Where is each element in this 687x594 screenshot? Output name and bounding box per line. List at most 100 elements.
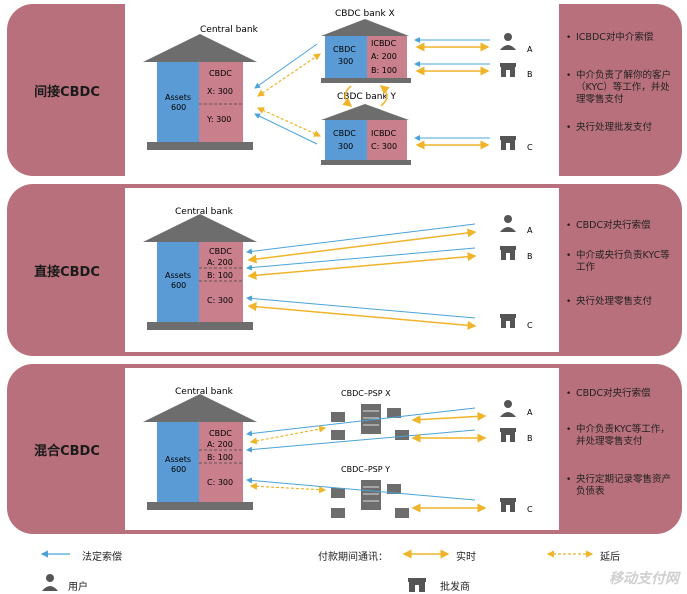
merchant-icon bbox=[500, 498, 516, 512]
bank-x-icbdc-block bbox=[367, 36, 407, 78]
bank-x-cbdc-value: 300 bbox=[338, 57, 353, 66]
bank-y-cbdc-value: 300 bbox=[338, 142, 353, 151]
assets-label: Assets bbox=[165, 271, 191, 280]
bank-y-icbdc-block bbox=[367, 120, 407, 160]
note-item: •央行处理批发支付 bbox=[566, 122, 653, 133]
direct-diagram-svg: Central bank Assets 600 CBDC A: 200 B: 1… bbox=[143, 207, 533, 330]
legend-user-label: 用户 bbox=[68, 582, 88, 593]
merchant-icon bbox=[500, 246, 516, 260]
assets-label: Assets bbox=[165, 455, 191, 464]
bank-y-title: CBDC bank Y bbox=[337, 92, 397, 102]
psp-x-server-icon bbox=[331, 404, 409, 440]
panel-title: 直接CBDC bbox=[34, 264, 100, 280]
central-bank-base bbox=[147, 502, 253, 510]
assets-value: 600 bbox=[171, 465, 186, 474]
delayed-arrow bbox=[249, 482, 327, 494]
bank-y-roof bbox=[321, 104, 409, 120]
bank-x-roof bbox=[321, 19, 409, 36]
note-item: •CBDC对央行索偿 bbox=[566, 220, 651, 231]
realtime-arrow bbox=[247, 302, 477, 330]
user-c-label: C bbox=[527, 321, 533, 330]
psp-x-title: CBDC–PSP X bbox=[341, 389, 391, 398]
indirect-notes: •ICBDC对中介索偿 •中介负责了解你的客户（KYC）等工作，并处理零售支付 … bbox=[562, 4, 675, 176]
delayed-arrow bbox=[249, 425, 327, 445]
panel-title: 混合CBDC bbox=[34, 443, 100, 459]
liab-y: Y: 300 bbox=[206, 115, 231, 124]
liab-title: CBDC bbox=[209, 69, 232, 78]
psp-y-title: CBDC–PSP Y bbox=[341, 465, 390, 474]
legend-merchant-label: 批发商 bbox=[440, 582, 470, 593]
user-b-label: B bbox=[527, 434, 533, 443]
merchant-icon bbox=[500, 136, 516, 150]
user-icon bbox=[500, 215, 516, 232]
realtime-arrow bbox=[342, 85, 353, 107]
direct-diagram: Central bank Assets 600 CBDC A: 200 B: 1… bbox=[125, 188, 559, 352]
claim-arrow bbox=[246, 223, 476, 255]
hybrid-diagram-svg: Central bank Assets 600 CBDC A: 200 B: 1… bbox=[143, 387, 533, 518]
realtime-arrow bbox=[247, 252, 477, 280]
legend-delayed-label: 延后 bbox=[600, 552, 620, 563]
note-item: •中介负责了解你的客户（KYC）等工作，并处理零售支付 bbox=[566, 70, 672, 105]
hybrid-notes: •CBDC对央行索偿 •中介负责KYC等工作，并处理零售支付 •央行定期记录零售… bbox=[562, 364, 675, 534]
bank-x-base bbox=[321, 78, 411, 83]
user-b-label: B bbox=[527, 252, 533, 261]
merchant-icon bbox=[500, 314, 516, 328]
user-a-label: A bbox=[527, 408, 533, 417]
legend-comm-label: 付款期间通讯： bbox=[318, 552, 388, 563]
liab-b: B: 100 bbox=[207, 271, 233, 280]
bank-y-cbdc-label: CBDC bbox=[333, 129, 356, 138]
central-bank-base bbox=[147, 322, 253, 330]
bank-x-cbdc-block bbox=[325, 36, 367, 78]
central-assets-block bbox=[157, 62, 199, 142]
note-item: •央行定期记录零售资产负债表 bbox=[566, 474, 672, 497]
watermark: 移动支付网 bbox=[609, 571, 679, 587]
liab-x: X: 300 bbox=[207, 87, 233, 96]
bank-y-icbdc-label: ICBDC bbox=[371, 129, 397, 138]
legend-realtime-label: 实时 bbox=[456, 552, 476, 563]
legend-claim-label: 法定索偿 bbox=[82, 552, 122, 563]
central-liabilities-block bbox=[199, 62, 243, 142]
bank-y-cbdc-block bbox=[325, 120, 367, 160]
merchant-icon bbox=[500, 428, 516, 442]
central-bank-roof bbox=[143, 394, 257, 422]
central-liabilities-block bbox=[199, 242, 243, 322]
legend-merchant-icon bbox=[408, 578, 426, 592]
bank-y-base bbox=[321, 160, 411, 165]
claim-arrow bbox=[246, 429, 476, 453]
user-a-label: A bbox=[527, 45, 533, 54]
central-bank-title: Central bank bbox=[175, 387, 234, 397]
bank-x-a: A: 200 bbox=[371, 52, 397, 61]
bank-y-c: C: 300 bbox=[371, 142, 397, 151]
claim-arrow bbox=[254, 113, 318, 145]
realtime-arrow bbox=[411, 411, 487, 425]
liab-title: CBDC bbox=[209, 247, 232, 256]
central-bank-title: Central bank bbox=[175, 207, 234, 217]
user-icon bbox=[500, 33, 516, 50]
liab-b: B: 100 bbox=[207, 453, 233, 462]
realtime-arrow bbox=[379, 85, 390, 107]
assets-value: 600 bbox=[171, 281, 186, 290]
liab-c: C: 300 bbox=[207, 296, 233, 305]
central-bank-title: Central bank bbox=[200, 25, 259, 35]
delayed-arrow bbox=[256, 107, 322, 137]
central-assets-block bbox=[157, 422, 199, 502]
central-bank-roof bbox=[143, 214, 257, 242]
central-bank-roof bbox=[143, 34, 257, 62]
bank-x-icbdc-label: ICBDC bbox=[371, 39, 397, 48]
liab-a: A: 200 bbox=[207, 258, 233, 267]
note-item: •中介负责KYC等工作，并处理零售支付 bbox=[566, 424, 670, 447]
user-a-label: A bbox=[527, 226, 533, 235]
bank-x-b: B: 100 bbox=[371, 66, 397, 75]
claim-arrow bbox=[246, 247, 476, 271]
psp-y-server-icon bbox=[331, 480, 409, 518]
note-item: •央行处理零售支付 bbox=[566, 296, 653, 307]
liab-title: CBDC bbox=[209, 429, 232, 438]
assets-value: 600 bbox=[171, 103, 186, 112]
assets-label: Assets bbox=[165, 93, 191, 102]
indirect-diagram-svg: Central bank Assets 600 CBDC X: 300 Y: 3… bbox=[143, 9, 533, 165]
user-b-label: B bbox=[527, 70, 533, 79]
claim-arrow bbox=[254, 43, 318, 89]
bank-x-title: CBDC bank X bbox=[335, 9, 395, 19]
hybrid-diagram: Central bank Assets 600 CBDC A: 200 B: 1… bbox=[125, 368, 559, 530]
legend-user-icon bbox=[42, 574, 58, 591]
